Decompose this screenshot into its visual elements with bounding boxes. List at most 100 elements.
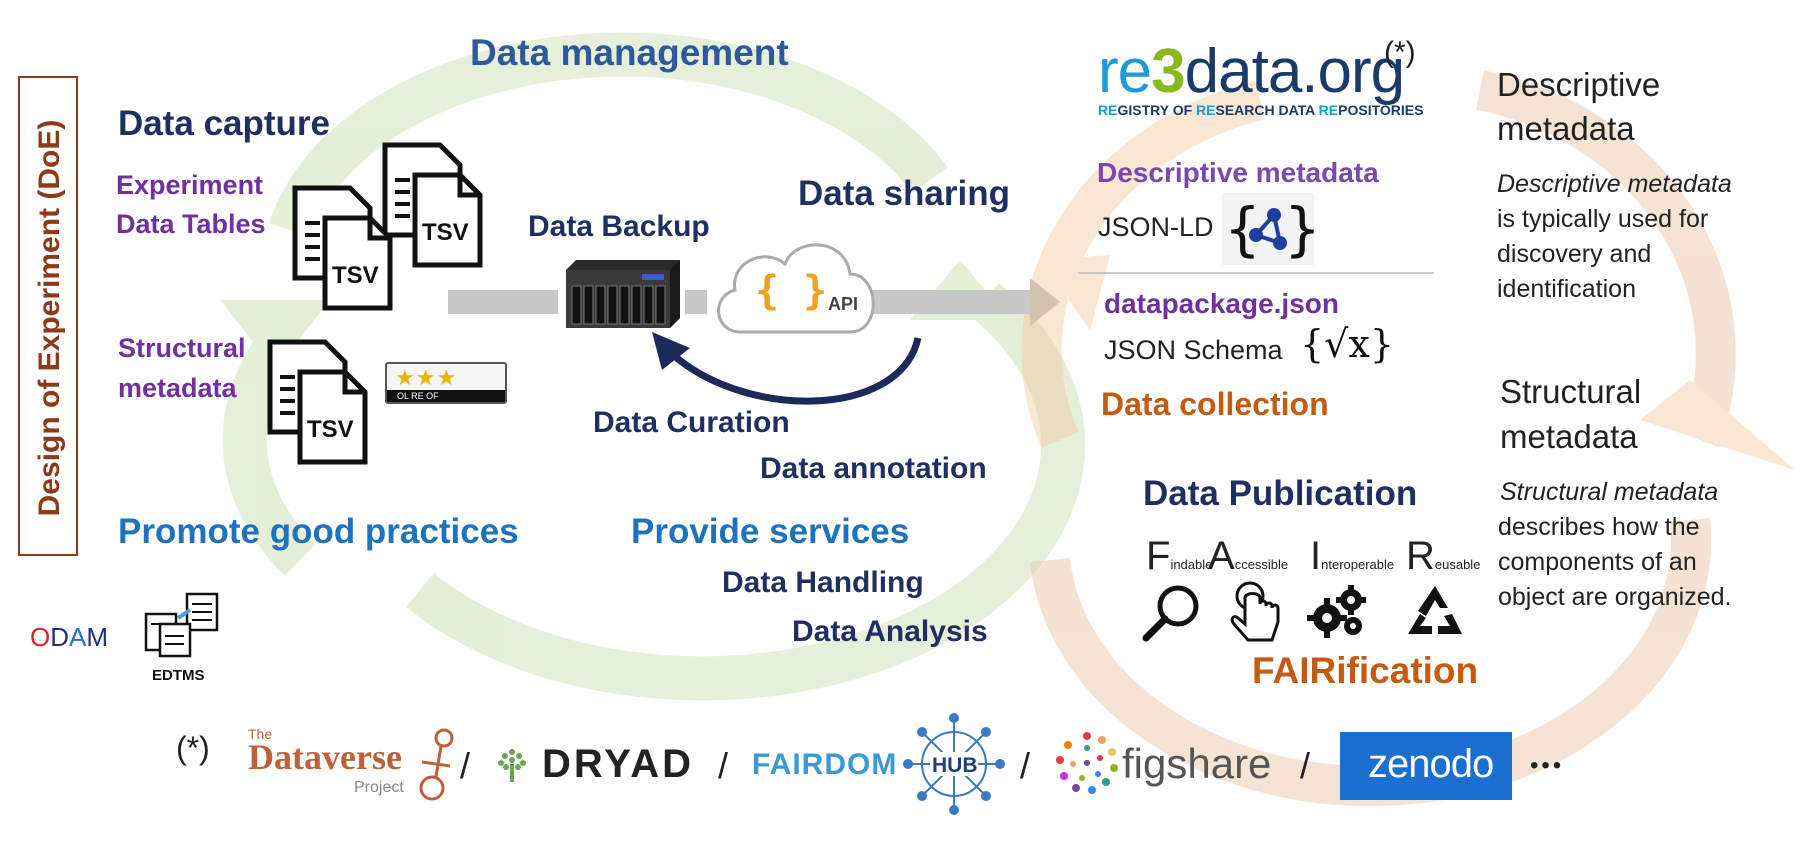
gears-icon [1307,585,1366,638]
figshare-spiral-icon [1056,732,1118,794]
descriptive-metadata-body-1: is typically used for [1497,205,1709,233]
data-sharing-label: Data sharing [798,174,1010,213]
re3data-sub-re1: RE [1098,102,1118,118]
re3data-logo: re3data.org REGISTRY OF RESEARCH DATA RE… [1098,37,1423,119]
flow-bar-2 [685,290,707,314]
json-ld-icon: { } [1222,193,1314,265]
re3data-three: 3 [1151,37,1185,106]
descriptive-metadata-title-2: metadata [1497,110,1635,147]
recycle-icon [1408,586,1462,634]
tsv-file-icon: TSV [382,142,483,268]
re3data-asterisk: (*) [1384,36,1416,69]
flow-arrow-head [1030,278,1060,326]
nas-server-icon [566,260,680,328]
fair-accessible: Accessible [1208,534,1288,579]
dryad-tree-icon [498,749,526,782]
hand-pointer-icon [1230,581,1280,642]
data-management-title: Data management [470,32,789,73]
json-schema-label: JSON Schema [1104,335,1283,365]
repositories-asterisk: (*) [176,730,210,766]
odam-d: D [50,622,70,652]
descriptive-metadata-body-2: discovery and [1497,240,1652,268]
json-ld-label: JSON-LD [1098,212,1214,242]
edtms-label: EDTMS [152,667,205,684]
descriptive-metadata-title-1: Descriptive [1497,66,1661,103]
structural-metadata-body-1: describes how the [1498,513,1700,541]
re3data-sub-re2: RE [1196,102,1216,118]
curation-arrow [665,337,922,405]
api-braces-icon: { } [755,268,827,314]
re3data-sub-re3: RE [1318,102,1339,118]
fair-letter-i: I [1310,534,1322,578]
json-schema-icon: {√x} [1300,322,1394,366]
descriptive-metadata-body-3: identification [1497,275,1636,303]
magnifier-icon [1142,585,1199,642]
data-publication-label: Data Publication [1143,474,1418,513]
structural-metadata-italic: Structural metadata [1500,478,1719,506]
zenodo-logo: zenodo [1340,732,1512,800]
experiment-data-tables-label-2: Data Tables [116,209,266,239]
separator-slash: / [718,745,729,786]
hub-label: HUB [932,754,978,777]
odam-logo: ODAM [30,622,108,653]
figshare-label: figshare [1122,740,1272,787]
re3data-re: re [1098,37,1152,106]
fair-rest-i: nteroperable [1321,557,1395,572]
separator-slash: / [460,745,471,786]
fair-letter-r: R [1406,534,1435,578]
three-star-open-data-badge: ★★★ OL RE OF [385,362,507,404]
fair-findable: Findable [1146,534,1212,579]
re3data-sub-gistry: GISTRY OF [1117,102,1197,118]
structural-metadata-body-2: components of an [1498,548,1697,576]
structural-metadata-body-3: object are organized. [1498,583,1732,611]
re3data-data: data.org [1184,37,1406,106]
descriptive-metadata-heading: Descriptive metadata [1097,157,1379,188]
structural-metadata-title-1: Structural [1500,373,1642,410]
svg-text:}: } [1284,195,1314,263]
odam-m: M [86,622,109,652]
design-of-experiment-box: Design of Experiment (DoE) [18,76,78,556]
separator-slash: / [1020,745,1031,786]
separator-slash: / [1300,745,1311,786]
more-ellipsis: ••• [1530,752,1565,779]
tsv-file-icon: TSV [292,185,393,311]
data-curation-label: Data Curation [593,406,790,439]
structural-metadata-label-2: metadata [118,373,237,403]
beige-cycle-arrow [1021,70,1795,807]
data-annotation-label: Data annotation [760,452,987,485]
promote-good-practices-label: Promote good practices [118,512,519,551]
structural-metadata-label-1: Structural [118,333,246,363]
fair-reusable: Reusable [1406,534,1480,579]
fairdom-label: FAIRDOM [752,748,898,781]
odam-o: O [30,622,51,652]
flow-bar-1 [448,290,558,314]
tsv-file-icon: TSV [267,339,368,465]
odam-a: A [69,622,87,652]
fair-letter-f: F [1146,534,1171,578]
cloud-api-icon: { } API [717,243,875,334]
fairification-label: FAIRification [1252,650,1479,691]
data-collection-label: Data collection [1101,386,1329,422]
dataverse-logo: The Dataverse Project [248,726,458,802]
api-label: API [828,294,858,314]
dataverse-name: Dataverse [248,737,402,777]
datapackage-json-label: datapackage.json [1104,288,1339,319]
fair-rest-f: indable [1170,557,1213,572]
tsv-label: TSV [307,416,354,443]
experiment-data-tables-label-1: Experiment [116,170,264,200]
dataverse-nodes-icon [419,728,454,801]
edtms-documents-icon [144,592,219,658]
dataverse-the: The [248,726,273,742]
fair-letter-a: A [1208,534,1235,578]
fairdom-hub-network-icon: HUB [903,713,1005,815]
data-handling-label: Data Handling [722,566,924,599]
data-analysis-label: Data Analysis [792,615,988,648]
dryad-label: DRYAD [542,742,695,786]
data-capture-label: Data capture [118,104,331,143]
re3data-sub-search: SEARCH DATA [1215,102,1319,118]
data-backup-label: Data Backup [528,210,710,243]
descriptive-metadata-italic: Descriptive metadata [1497,170,1732,198]
dataverse-project: Project [354,779,404,796]
provide-services-label: Provide services [631,512,910,551]
